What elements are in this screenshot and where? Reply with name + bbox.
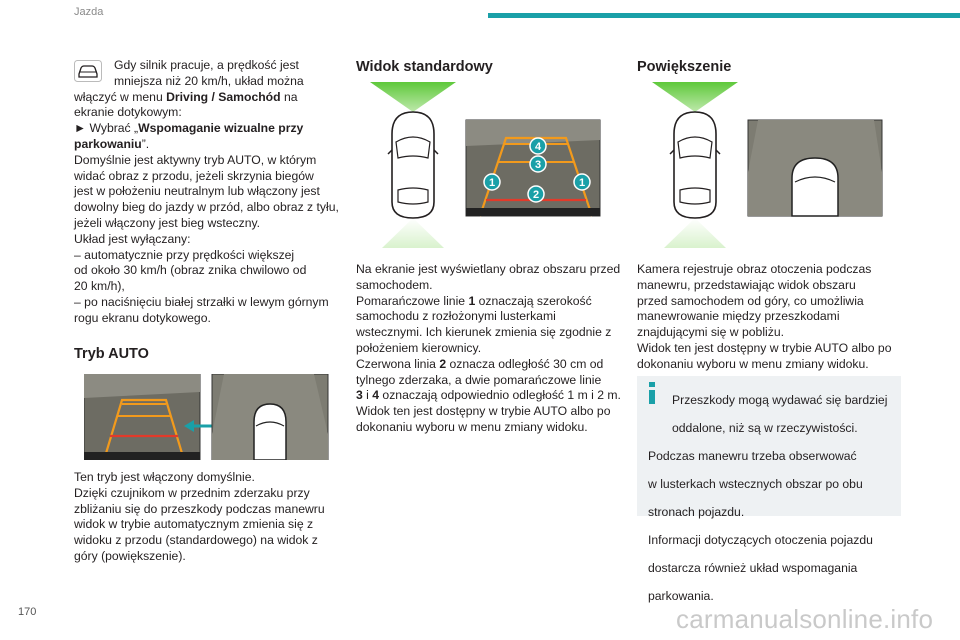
svg-text:2: 2: [533, 189, 539, 201]
intro-line-1: Gdy silnik pracuje, a prędkość jest: [114, 58, 299, 72]
zoom-view-figure: [652, 82, 883, 248]
off-line-2b: rogu ekranu dotykowego.: [74, 310, 211, 325]
intro-line-3: włączyć w menu Driving / Samochód na: [74, 89, 298, 104]
front-camera-zone: [370, 82, 456, 112]
zoom-p1-line-3: przed samochodem od góry, co umożliwia: [637, 293, 864, 308]
rear-zone: [382, 218, 444, 248]
car-front-top-view: [791, 157, 839, 217]
info-line-1: Przeszkody mogą wydawać się bardziej: [672, 393, 888, 408]
default-line-2: widać obraz z przodu, jeżeli skrzynia bi…: [74, 168, 314, 183]
info-line-5: stronach pojazdu.: [648, 505, 745, 520]
info-line-6: Informacji dotyczących otoczenia pojazdu: [648, 533, 873, 548]
info-box: Przeszkody mogą wydawać się bardziej odd…: [637, 376, 901, 603]
step-line-1: ► Wybrać „Wspomaganie wizualne przy: [74, 121, 304, 136]
marker-1-right: 1: [573, 173, 591, 191]
auto-text: Ten tryb jest włączony domyślnie. Dzięki…: [74, 470, 344, 565]
std-p2-line-4: położeniem kierownicy.: [356, 340, 482, 355]
info-icon: [649, 382, 655, 404]
std-p1-line-2: samochodem.: [356, 277, 433, 292]
zoom-p1-line-5: znajdującymi się w pobliżu.: [637, 325, 784, 340]
auto-line-4: widok w trybie automatycznym zmienia się…: [74, 517, 314, 532]
info-line-4: w lusterkach wstecznych obszar po obu: [648, 477, 863, 492]
std-p4-line-2: dokonaniu wyboru w menu zmiany widoku.: [356, 419, 588, 434]
svg-text:1: 1: [489, 177, 495, 189]
info-line-2: oddalone, niż są w rzeczywistości.: [672, 421, 858, 436]
svg-text:4: 4: [535, 141, 542, 153]
front-camera-zone: [652, 82, 738, 112]
info-line-3: Podczas manewru trzeba obserwować: [648, 449, 857, 464]
step-line-2: parkowaniu”.: [74, 136, 150, 151]
intro-line-2: mniejsza niż 20 km/h, układ można: [114, 73, 304, 88]
std-p4-line-1: Widok ten jest dostępny w trybie AUTO al…: [356, 404, 611, 419]
off-line-1a: – automatycznie przy prędkości większej: [74, 247, 295, 262]
car-top-view: [253, 403, 287, 460]
page-number: 170: [18, 606, 37, 618]
auto-mode-figure: [84, 374, 329, 460]
width-guide-lines: [102, 398, 186, 460]
default-line-5: jeżeli włączony jest bieg wsteczny.: [74, 215, 261, 230]
car-icon: [74, 60, 102, 82]
info-line-8: parkowania.: [648, 589, 714, 604]
rear-zone: [664, 218, 726, 248]
svg-text:1: 1: [579, 177, 585, 189]
zoom-p1-line-4: manewrowanie między przeszkodami: [637, 309, 840, 324]
auto-line-2: Dzięki czujnikom w przednim zderzaku prz…: [74, 485, 310, 500]
auto-line-5: widoku z przodu (standardowego) na widok…: [74, 533, 318, 548]
zoom-p1-line-2: manewru, przedstawiając widok obszaru: [637, 277, 856, 292]
off-line-1c: 20 km/h),: [74, 279, 125, 294]
default-line-1: Domyślnie jest aktywny tryb AUTO, w któr…: [74, 152, 317, 167]
auto-heading: Tryb AUTO: [74, 346, 149, 362]
arrow-head-left-icon: [184, 420, 194, 432]
intro-line-4: ekranie dotykowym:: [74, 105, 182, 120]
standard-view-figure: 4 3 1 2 1: [370, 82, 601, 248]
marker-1-left: 1: [483, 173, 501, 191]
watermark: carmanualsonline.info: [676, 604, 934, 634]
std-p2-line-1: Pomarańczowe linie 1 oznaczają szerokość: [356, 293, 592, 308]
off-line-1b: od około 30 km/h (obraz znika chwilowo o…: [74, 263, 307, 278]
off-title: Układ jest wyłączany:: [74, 231, 191, 246]
zoom-p2-line-2: dokonaniu wyboru w menu zmiany widoku.: [637, 356, 869, 371]
marker-3: 3: [529, 155, 547, 173]
default-line-4: dowolny bieg do jazdy w przód, albo obra…: [74, 200, 339, 215]
std-p3-line-3: 3 i 4 oznaczają odpowiednio odległość 1 …: [356, 388, 621, 403]
off-line-2a: – po naciśnięciu białej strzałki w lewym…: [74, 294, 329, 309]
info-text: Przeszkody mogą wydawać się bardziej odd…: [648, 381, 896, 617]
info-line-7: dostarcza również układ wspomagania: [648, 561, 858, 576]
std-p3-line-1: Czerwona linia 2 oznacza odległość 30 cm…: [356, 356, 604, 371]
header-accent-bar: [488, 13, 960, 18]
std-p2-line-2: samochodu z rozłożonymi lusterkami: [356, 309, 556, 324]
std-p1-line-1: Na ekranie jest wyświetlany obraz obszar…: [356, 262, 621, 276]
marker-2: 2: [527, 185, 545, 203]
auto-line-6: góry (powiększenie).: [74, 548, 186, 563]
zoom-p1-line-1: Kamera rejestruje obraz otoczenia podcza…: [637, 262, 872, 276]
std-p3-line-2: tylnego zderzaka, a dwie pomarańczowe li…: [356, 372, 602, 387]
section-title: Jazda: [74, 6, 104, 18]
column-left: Gdy silnik pracuje, a prędkość jest mnie…: [74, 58, 344, 327]
standard-view-heading: Widok standardowy: [356, 59, 493, 75]
auto-line-1: Ten tryb jest włączony domyślnie.: [74, 470, 255, 484]
std-p2-line-3: wstecznymi. Ich kierunek zmienia się zgo…: [356, 325, 612, 340]
default-line-3: jest w położeniu neutralnym lub włączony…: [74, 184, 320, 199]
svg-text:3: 3: [535, 159, 541, 171]
marker-4: 4: [529, 137, 547, 155]
standard-view-text: Na ekranie jest wyświetlany obraz obszar…: [356, 262, 632, 436]
auto-line-3: zbliżaniu się do przeszkody podczas mane…: [74, 501, 325, 516]
zoom-p2-line-1: Widok ten jest dostępny w trybie AUTO al…: [637, 340, 892, 355]
zoom-heading: Powiększenie: [637, 59, 732, 75]
zoom-text: Kamera rejestruje obraz otoczenia podcza…: [637, 262, 909, 373]
